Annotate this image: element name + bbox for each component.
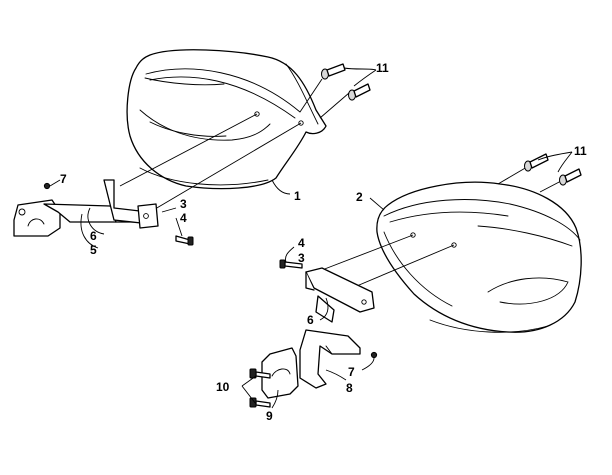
left-clamp-block [13,199,61,237]
callout-3-right: 3 [298,251,305,265]
right-bracket [305,267,375,323]
handguard-right [376,181,582,333]
callout-5: 5 [90,243,97,257]
right-bolts-10 [249,368,271,408]
callout-7-left: 7 [60,172,67,186]
rivet-11-right-pair [524,153,582,186]
callout-2: 2 [356,190,363,204]
left-bolt-4 [175,235,194,246]
callout-1: 1 [294,189,301,203]
callout-4-right: 4 [298,236,305,250]
callout-3-left: 3 [180,197,187,211]
callout-10: 10 [216,380,230,394]
left-screw-7 [43,182,51,190]
callout-9: 9 [266,409,273,423]
callout-11-top: 11 [376,61,389,75]
leader-lines [49,67,573,409]
right-screw-7 [370,351,378,359]
callout-7-right: 7 [348,365,355,379]
center-lines [119,78,564,289]
right-clamp-arm [299,329,361,389]
right-clamp-block-9 [261,347,299,399]
callout-labels: 1 2 3 3 4 4 5 6 6 7 7 8 9 10 11 11 [60,61,587,423]
rivet-11-upper-pair [321,63,371,101]
callout-11-right: 11 [574,144,587,158]
callout-4-left: 4 [180,211,187,225]
right-bolt-4 [279,259,303,269]
callout-6-right: 6 [307,313,314,327]
handguard-left [126,49,327,190]
callout-8: 8 [346,381,353,395]
left-bracket [103,179,159,229]
callout-6-left: 6 [90,229,97,243]
